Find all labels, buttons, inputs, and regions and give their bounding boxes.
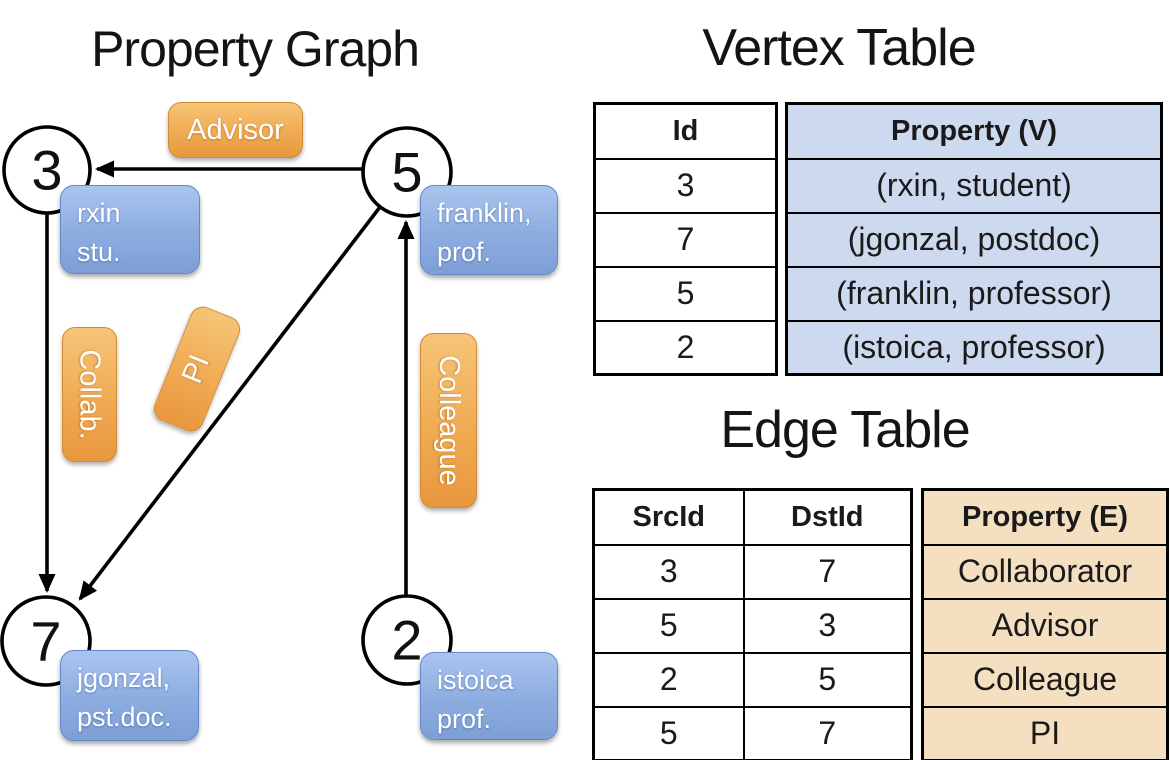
vertex-number-3: 3 [31,139,62,202]
edge-src-cell: 2 [592,651,745,708]
table-row: 7 [593,211,778,268]
table-row: 2 5 [592,651,913,708]
edge-property-cell: Collaborator [921,543,1169,600]
table-row: (istoica, professor) [785,319,1163,376]
table-row: Collaborator [921,543,1169,600]
edge-property-cell: PI [921,705,1169,760]
vertex-id-cell: 7 [593,211,778,268]
edge-property-cell: Advisor [921,597,1169,654]
vertex-property-cell: (istoica, professor) [785,319,1163,376]
vertex-property-cell: (rxin, student) [785,157,1163,214]
vertex-property-line: franklin, [437,198,532,228]
edge-label-pi-text: PI [176,350,217,388]
vertex-property-box-7: jgonzal, pst.doc. [60,650,199,741]
table-row: 2 [593,319,778,376]
vertex-number-2: 2 [391,609,422,672]
vertex-property-line: pst.doc. [77,702,172,733]
vertex-property-box-2: istoica prof. [420,652,558,740]
vertex-property-line: istoica [437,665,514,695]
table-row: (franklin, professor) [785,265,1163,322]
table-row: Advisor [921,597,1169,654]
vertex-property-line: rxin [77,198,121,228]
edge-src-cell: 5 [592,705,745,760]
edge-table-header-dstid: DstId [742,488,913,546]
edge-property-cell: Colleague [921,651,1169,708]
edge-label-collab-text: Collab. [74,349,106,440]
edge-dst-cell: 5 [742,651,913,708]
edge-label-colleague: Colleague [420,333,477,508]
edge-label-colleague-text: Colleague [433,355,466,486]
table-row: 5 7 [592,705,913,760]
edge-dst-cell: 7 [742,543,913,600]
edge-src-cell: 3 [592,543,745,600]
edge-label-advisor: Advisor [168,102,303,158]
table-row: 3 [593,157,778,214]
table-row: 5 3 [592,597,913,654]
vertex-property-box-5: franklin, prof. [420,185,558,275]
edge-dst-cell: 7 [742,705,913,760]
edge-line-5-7 [78,205,382,601]
vertex-property-line: stu. [77,237,121,268]
property-graph-title: Property Graph [91,21,420,77]
vertex-table-header-id: Id [593,102,778,160]
vertex-id-cell: 5 [593,265,778,322]
edge-table-header-srcid: SrcId [592,488,745,546]
vertex-id-cell: 3 [593,157,778,214]
table-row: (rxin, student) [785,157,1163,214]
vertex-property-line: prof. [437,704,492,735]
vertex-number-7: 7 [30,610,61,673]
vertex-property-line: prof. [437,237,492,268]
table-row: (jgonzal, postdoc) [785,211,1163,268]
vertex-property-cell: (jgonzal, postdoc) [785,211,1163,268]
edge-table-header-property: Property (E) [921,488,1169,546]
table-row: 5 [593,265,778,322]
edge-src-cell: 5 [592,597,745,654]
vertex-table-title: Vertex Table [702,19,976,77]
edge-table-property-column: Property (E) Collaborator Advisor Collea… [921,488,1169,760]
edge-label-collab: Collab. [62,327,117,462]
table-row: Colleague [921,651,1169,708]
edge-dst-cell: 3 [742,597,913,654]
vertex-property-line: jgonzal, [77,663,171,693]
vertex-table-id-column: Id 3 7 5 2 [593,102,778,376]
edge-table-id-columns: SrcId DstId 3 7 5 3 2 5 5 7 [592,488,913,760]
edge-table-title: Edge Table [720,401,970,459]
table-row: PI [921,705,1169,760]
vertex-table-header-property: Property (V) [785,102,1163,160]
vertex-property-box-3: rxin stu. [60,185,200,274]
edge-label-advisor-text: Advisor [187,113,284,146]
vertex-property-cell: (franklin, professor) [785,265,1163,322]
vertex-id-cell: 2 [593,319,778,376]
vertex-table-property-column: Property (V) (rxin, student) (jgonzal, p… [785,102,1163,376]
vertex-number-5: 5 [391,141,422,204]
table-row: 3 7 [592,543,913,600]
